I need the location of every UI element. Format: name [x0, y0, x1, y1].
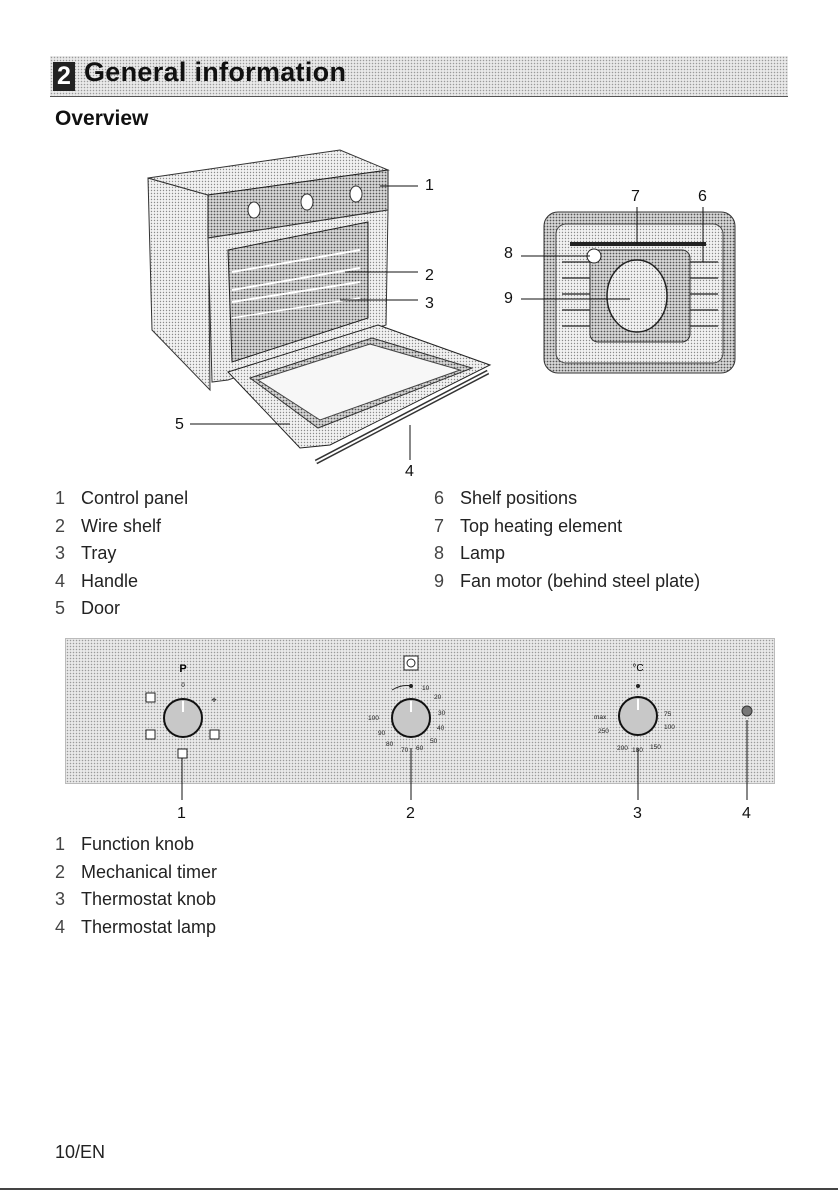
timer-tick: 60	[416, 745, 424, 752]
section-title: General information	[84, 57, 347, 87]
callout-2: 2	[425, 267, 434, 284]
timer-tick: 70	[401, 747, 409, 754]
oven-exterior-illustration	[147, 149, 492, 465]
oven-interior-illustration	[521, 207, 736, 374]
thermostat-tick: max	[594, 714, 607, 721]
thermostat-tick: 200	[617, 745, 628, 752]
panel-callout-1: 1	[177, 805, 186, 822]
timer-tick: 80	[386, 741, 394, 748]
callout-8: 8	[504, 245, 513, 262]
callout-7: 7	[631, 188, 640, 205]
timer-tick: 40	[437, 725, 445, 732]
thermostat-tick: 250	[598, 728, 609, 735]
thermostat-tick: 100	[664, 724, 675, 731]
function-knob-label: P	[179, 663, 186, 675]
timer-tick: 100	[368, 715, 379, 722]
timer-tick: 30	[438, 710, 446, 717]
callout-9: 9	[504, 290, 513, 307]
timer-tick: 90	[378, 730, 386, 737]
svg-text:⌖: ⌖	[211, 695, 216, 705]
thermostat-tick: 150	[650, 744, 661, 751]
callout-5: 5	[175, 416, 184, 433]
callout-4: 4	[405, 463, 414, 480]
control-panel-knobs: P 0 ⌖ 10 20 30 40 50 60 70 80 90 100 °C …	[145, 655, 753, 800]
thermostat-unit: °C	[632, 663, 643, 674]
callout-6: 6	[698, 188, 707, 205]
overview-heading: Overview	[55, 107, 149, 130]
page-number: 10/EN	[55, 1142, 106, 1162]
timer-tick: 10	[422, 685, 430, 692]
timer-tick: 20	[434, 694, 442, 701]
panel-callout-4: 4	[742, 805, 751, 822]
section-number-badge: 2	[53, 62, 75, 91]
callout-1: 1	[425, 177, 434, 194]
panel-callout-2: 2	[406, 805, 415, 822]
thermostat-tick: 75	[664, 711, 672, 718]
bottom-rule	[0, 1188, 838, 1190]
panel-callout-3: 3	[633, 805, 642, 822]
callout-3: 3	[425, 295, 434, 312]
timer-tick: 50	[430, 738, 438, 745]
function-knob-zero: 0	[181, 683, 185, 689]
section-header-bar: 2 General information	[50, 56, 788, 97]
